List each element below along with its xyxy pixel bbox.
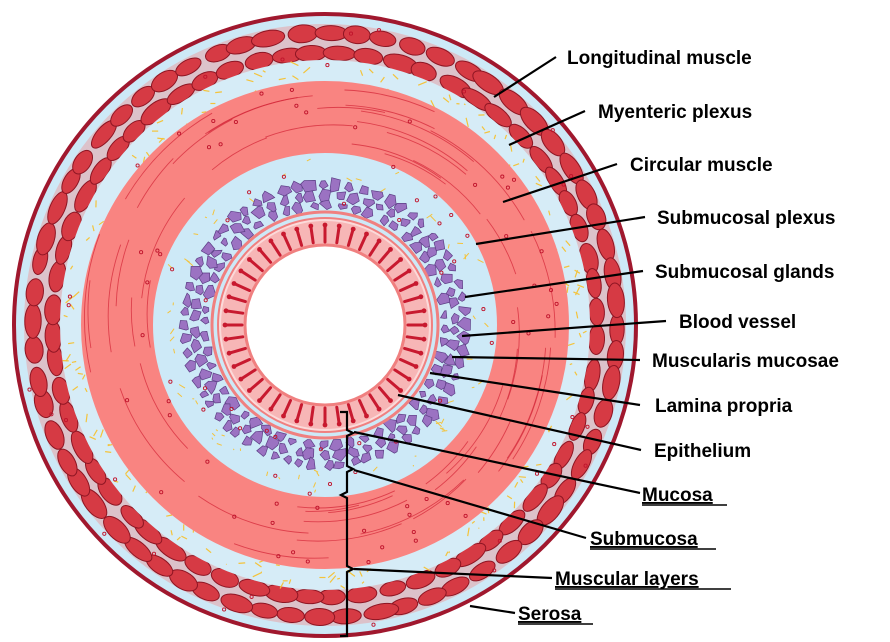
villus-tip [232,364,237,369]
plexus-nerve-fiber [337,578,340,579]
villus-tip [257,398,262,403]
submucosal-nerve-fiber [472,387,475,388]
submucosal-gland [330,178,340,192]
villus-tip [224,308,229,313]
submucosal-gland [179,321,188,331]
submucosal-gland [376,204,383,210]
lumen [245,245,405,405]
villus-tip [247,388,252,393]
villus-tip [337,224,342,229]
villus-tip [227,294,232,299]
villus-tip [269,407,274,412]
villus-tip [227,351,232,356]
label-longitudinal-muscle: Longitudinal muscle [567,48,752,69]
villus-tip [377,407,382,412]
label-submucosal-plexus: Submucosal plexus [657,208,835,229]
longitudinal-muscle-cell [315,25,348,41]
villus-tip [407,269,412,274]
villus-tip [398,388,403,393]
submucosal-gland [213,394,221,404]
villus-tip [257,247,262,252]
label-serosa: Serosa [518,604,582,625]
villus-tip [414,281,419,286]
plexus-nerve-fiber [519,477,526,478]
villus-tip [269,239,274,244]
villus-tip [308,224,313,229]
plexus-nerve-fiber [464,104,465,105]
villus-tip [419,351,424,356]
villus-tip [351,227,356,232]
villus-tip [323,423,328,428]
leader-serosa [470,606,515,613]
villus-tip [388,398,393,403]
plexus-nerve-fiber [105,452,111,453]
villus-tip [422,308,427,313]
label-muscular-layers: Muscular layers [555,569,699,590]
plexus-nerve-fiber [239,563,246,564]
plexus-nerve-fiber [215,92,222,93]
villus-tip [223,323,228,328]
villus-tip [419,294,424,299]
submucosal-gland [434,240,445,251]
plexus-nerve-fiber [78,373,83,374]
submucosal-nerve-fiber [233,449,234,450]
label-myenteric-plexus: Myenteric plexus [598,102,752,123]
plexus-nerve-fiber [570,364,572,365]
submucosal-gland [337,192,346,200]
villus-tip [281,414,286,419]
villus-tip [423,323,428,328]
villus-tip [422,337,427,342]
longitudinal-muscle-cell [305,608,335,626]
villus-tip [294,419,299,424]
plexus-nerve-fiber [182,108,183,115]
villus-tip [224,337,229,342]
villus-tip [281,232,286,237]
villus-tip [388,247,393,252]
villus-tip [308,422,313,427]
villus-tip [407,377,412,382]
submucosal-nerve-fiber [194,234,199,235]
plexus-nerve-fiber [276,565,280,566]
villus-tip [239,269,244,274]
villus-tip [232,281,237,286]
villus-tip [414,364,419,369]
longitudinal-muscle-cell [25,303,42,338]
villus-tip [364,414,369,419]
villus-tip [398,257,403,262]
villus-tip [323,223,328,228]
submucosal-nerve-fiber [442,431,448,432]
villus-tip [351,419,356,424]
label-muscularis-mucosae: Muscularis mucosae [652,351,839,372]
villus-tip [377,239,382,244]
label-circular-muscle: Circular muscle [630,155,773,176]
submucosal-gland [191,299,201,309]
label-lamina-propria: Lamina propria [655,396,793,417]
villus-tip [337,422,342,427]
label-mucosa: Mucosa [642,485,713,506]
villus-tip [247,257,252,262]
label-submucosal-glands: Submucosal glands [655,262,834,283]
submucosal-gland [375,450,384,458]
submucosal-gland [333,462,344,469]
villus-tip [239,377,244,382]
label-submucosa: Submucosa [590,529,698,550]
label-blood-vessel: Blood vessel [679,312,796,333]
label-epithelium: Epithelium [654,441,751,462]
villus-tip [294,227,299,232]
villus-tip [364,232,369,237]
